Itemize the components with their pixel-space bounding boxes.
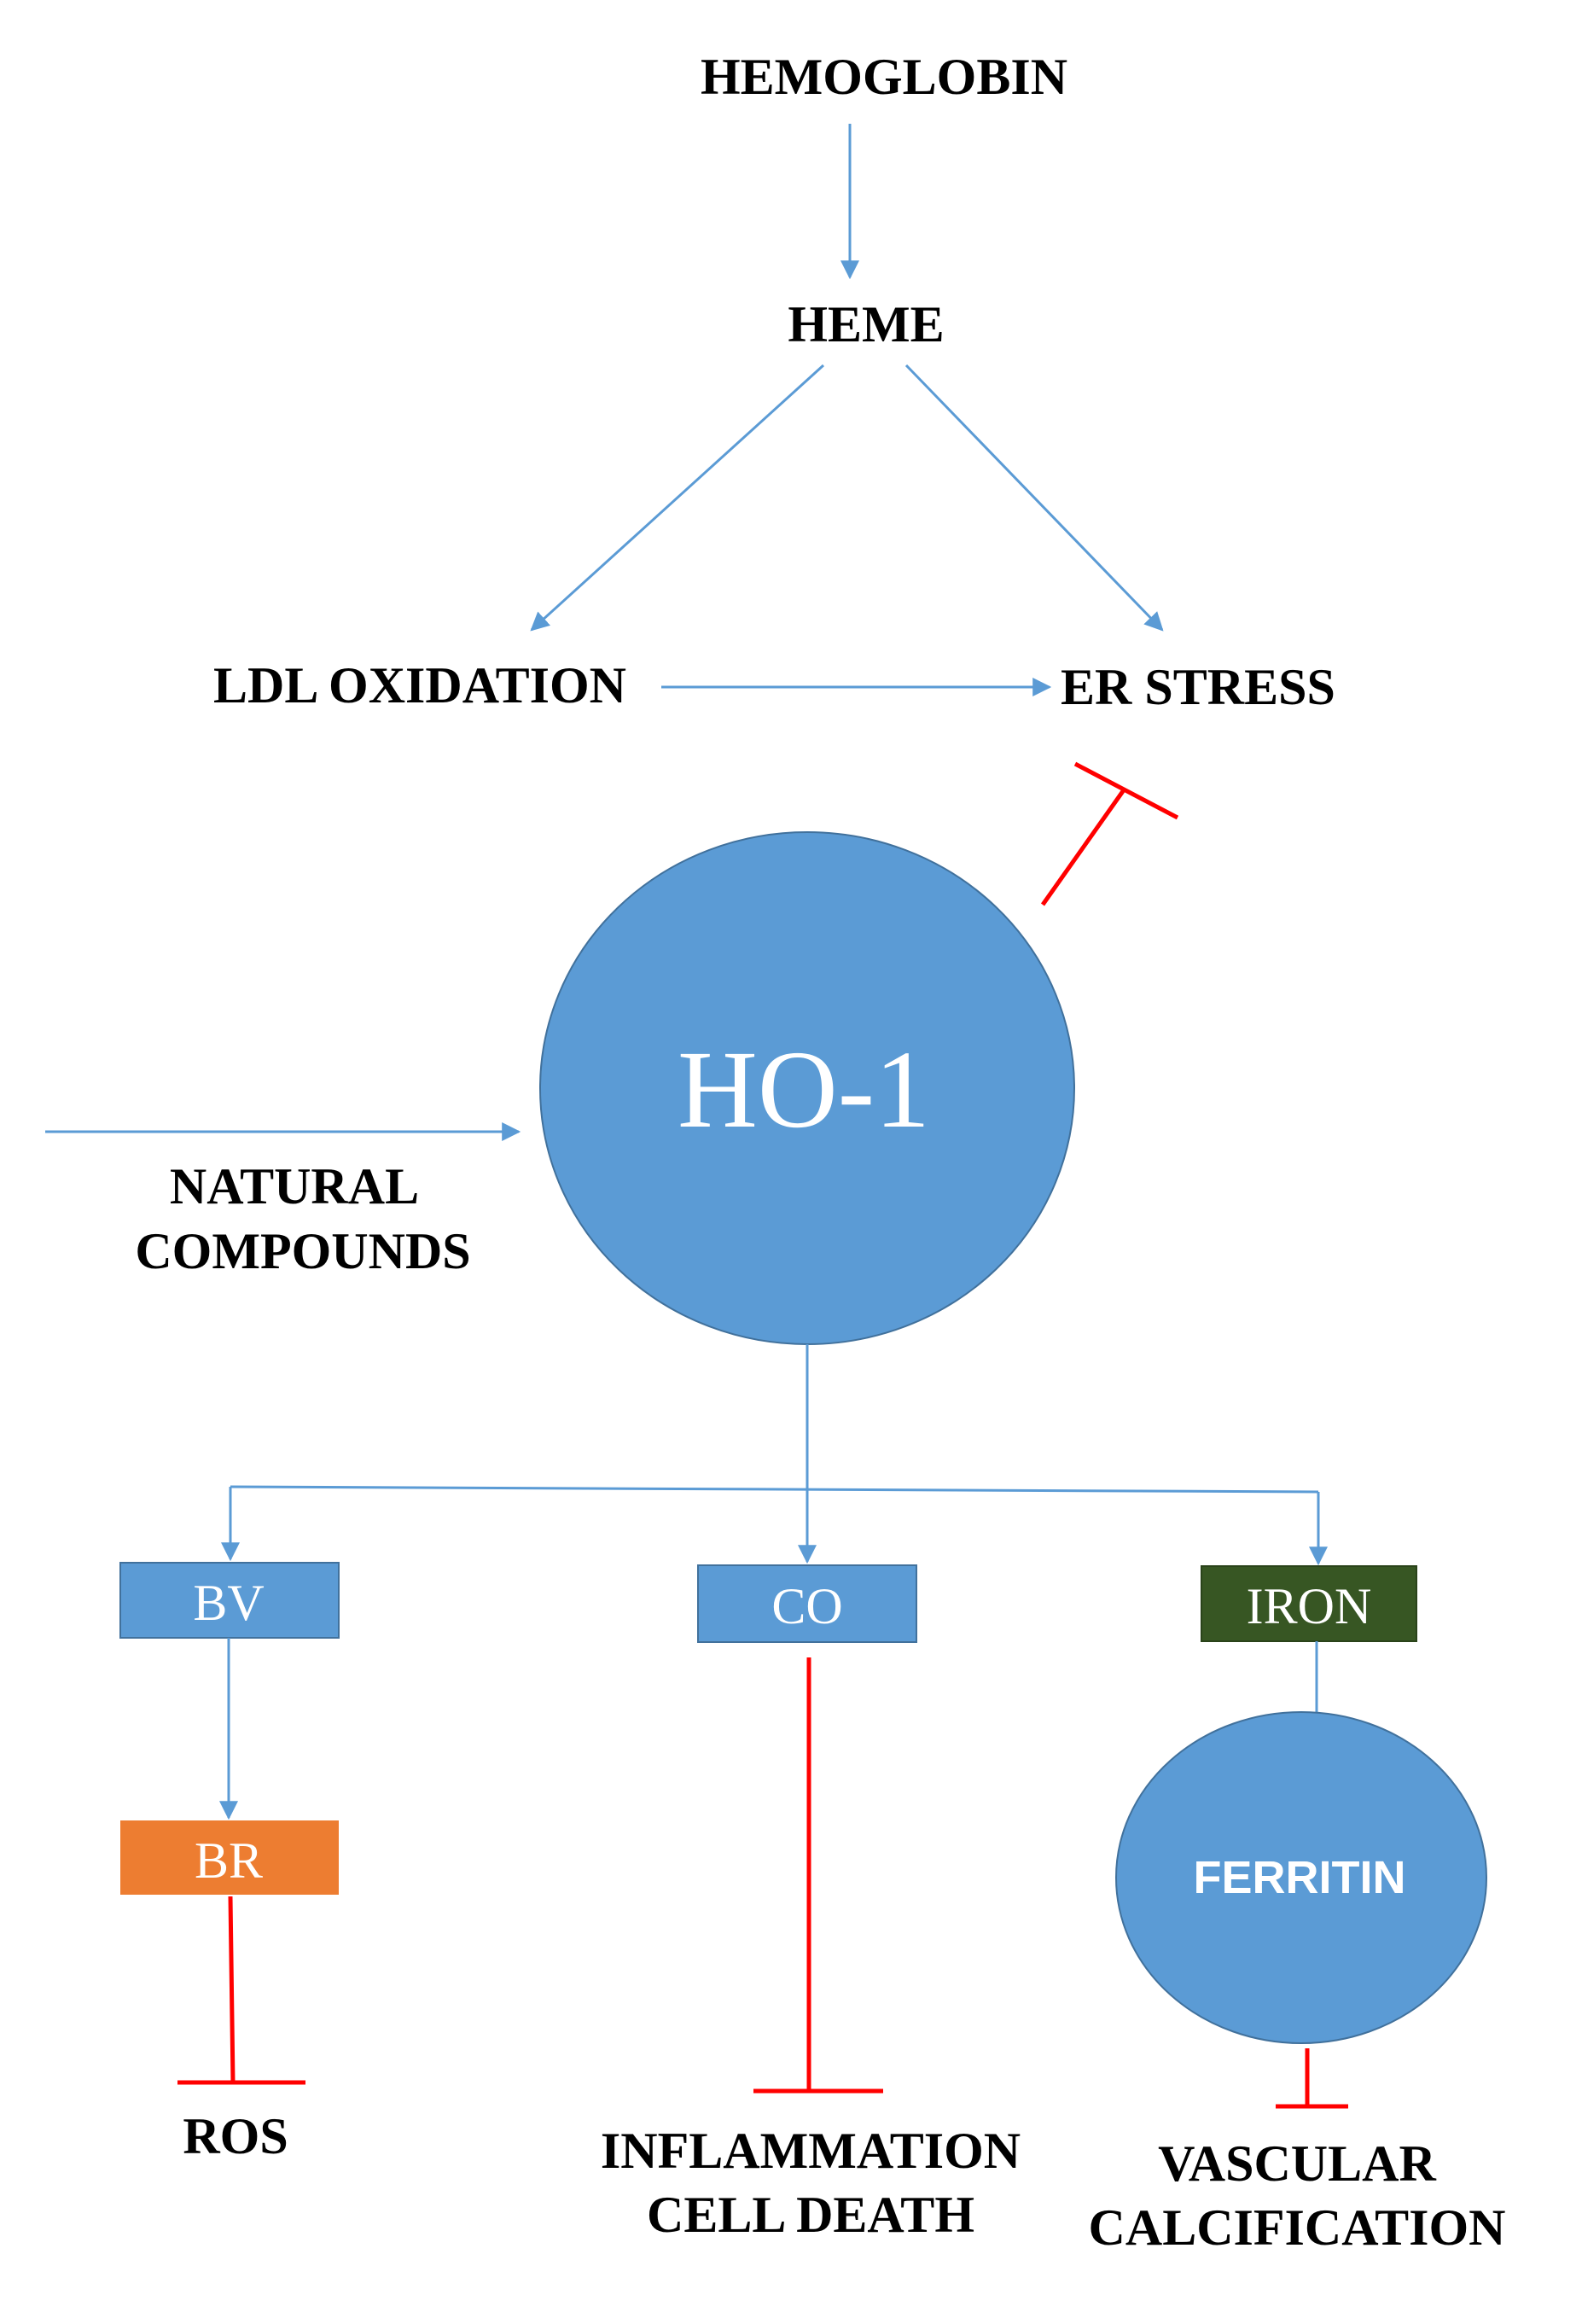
ldl-oxidation-label: LDL OXIDATION (213, 657, 626, 714)
vascular-label-line2: CALCIFICATION (1089, 2199, 1506, 2256)
br-box (120, 1820, 339, 1895)
natural-compounds-label-line1: NATURAL (170, 1158, 419, 1214)
inflammation-label-line2: CELL DEATH (647, 2187, 974, 2243)
natural-compounds-label-line2: COMPOUNDS (135, 1223, 470, 1279)
heme-to-ldl-arrow (530, 364, 825, 632)
vascular-label-line1: VASCULAR (1158, 2135, 1436, 2192)
ferritin-circle (1115, 1711, 1487, 2044)
iron-box (1201, 1565, 1417, 1642)
heme-to-er-stress-arrow (904, 364, 1164, 632)
ferritin-label: FERRITIN (1194, 1852, 1406, 1903)
bv-box (119, 1562, 340, 1639)
ho1-label: HO-1 (678, 1028, 930, 1151)
hemoglobin-label: HEMOGLOBIN (701, 49, 1067, 105)
inflammation-label-line1: INFLAMMATION (601, 2123, 1021, 2179)
br-inhibits-ros (177, 1896, 305, 2085)
co-inhibits-inflammation (753, 1657, 883, 2094)
br-label: BR (195, 1832, 263, 1889)
bv-label: BV (193, 1575, 264, 1631)
heme-label: HEME (788, 296, 944, 352)
branch-bar (230, 1485, 1319, 1494)
er-stress-label: ER STRESS (1061, 659, 1335, 715)
co-label: CO (771, 1578, 842, 1634)
ferritin-inhibits-vascular-calcification (1276, 2048, 1348, 2109)
co-box (697, 1564, 917, 1643)
ros-label: ROS (183, 2108, 288, 2164)
ho1-inhibits-er-stress (1040, 761, 1179, 906)
iron-label: IRON (1247, 1578, 1372, 1634)
